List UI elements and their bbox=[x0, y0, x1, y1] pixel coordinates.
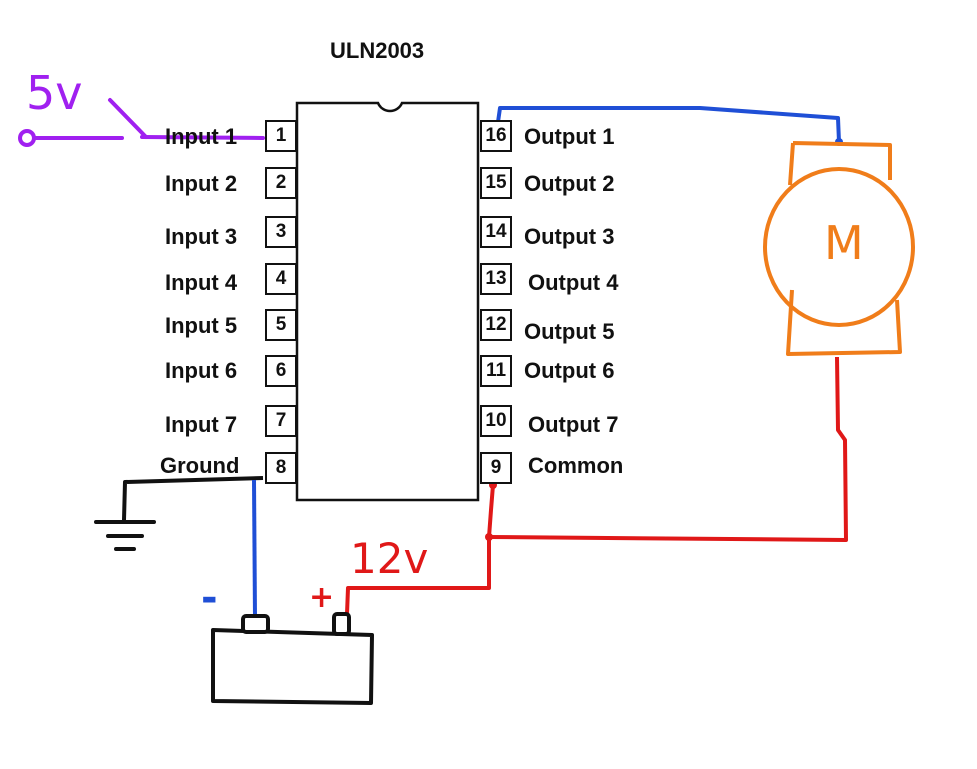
pin-2: 2 bbox=[265, 167, 297, 199]
pin-label-input-7: Input 7 bbox=[165, 412, 238, 437]
supply-voltage-label: 12v bbox=[350, 534, 429, 583]
pin-label-output-1: Output 1 bbox=[524, 124, 615, 149]
pin-label-output-5: Output 5 bbox=[524, 319, 615, 344]
pin-14: 14 bbox=[480, 216, 512, 248]
pin-label-input-6: Input 6 bbox=[165, 358, 238, 383]
pin-label-input-2: Input 2 bbox=[165, 171, 238, 196]
pin-12: 12 bbox=[480, 309, 512, 341]
ground-symbol bbox=[94, 520, 156, 551]
pin-label-input-3: Input 3 bbox=[165, 224, 238, 249]
motor-letter: M bbox=[824, 216, 864, 270]
pin-3: 3 bbox=[265, 216, 297, 248]
battery-plus-label: + bbox=[309, 580, 335, 615]
battery-minus-label: - bbox=[201, 575, 218, 621]
pin-10: 10 bbox=[480, 405, 512, 437]
chip-title: ULN2003 bbox=[330, 38, 425, 63]
input-voltage-label: 5v bbox=[26, 66, 83, 120]
pin-label-input-5: Input 5 bbox=[165, 313, 238, 338]
switch-lever bbox=[108, 98, 148, 139]
pin-6: 6 bbox=[265, 355, 297, 387]
ground-wire bbox=[122, 476, 264, 521]
pin-label-output-4: Output 4 bbox=[528, 270, 619, 295]
pin-label-common: Common bbox=[528, 453, 624, 478]
battery bbox=[211, 612, 374, 705]
pin-9: 9 bbox=[480, 452, 512, 484]
pin-8: 8 bbox=[265, 452, 297, 484]
pin-label-ground: Ground bbox=[160, 453, 240, 478]
pin-label-output-6: Output 6 bbox=[524, 358, 615, 383]
pin-label-output-3: Output 3 bbox=[524, 224, 615, 249]
pin-label-output-7: Output 7 bbox=[528, 412, 619, 437]
pin-1: 1 bbox=[265, 120, 297, 152]
negative-wire bbox=[252, 479, 257, 619]
pin-label-input-4: Input 4 bbox=[165, 270, 238, 295]
input-terminal bbox=[18, 129, 36, 147]
motor bbox=[763, 141, 915, 356]
pin-7: 7 bbox=[265, 405, 297, 437]
battery-negative-terminal bbox=[241, 614, 270, 634]
pin-5: 5 bbox=[265, 309, 297, 341]
pin-13: 13 bbox=[480, 263, 512, 295]
input-switch bbox=[18, 98, 265, 147]
pin-label-output-2: Output 2 bbox=[524, 171, 615, 196]
input-wire-right bbox=[140, 135, 265, 140]
pin-11: 11 bbox=[480, 355, 512, 387]
battery-positive-terminal bbox=[332, 612, 351, 636]
pin-15: 15 bbox=[480, 167, 512, 199]
pin-16: 16 bbox=[480, 120, 512, 152]
chip-body bbox=[295, 101, 480, 502]
pin-4: 4 bbox=[265, 263, 297, 295]
pin-label-input-1: Input 1 bbox=[165, 124, 238, 149]
